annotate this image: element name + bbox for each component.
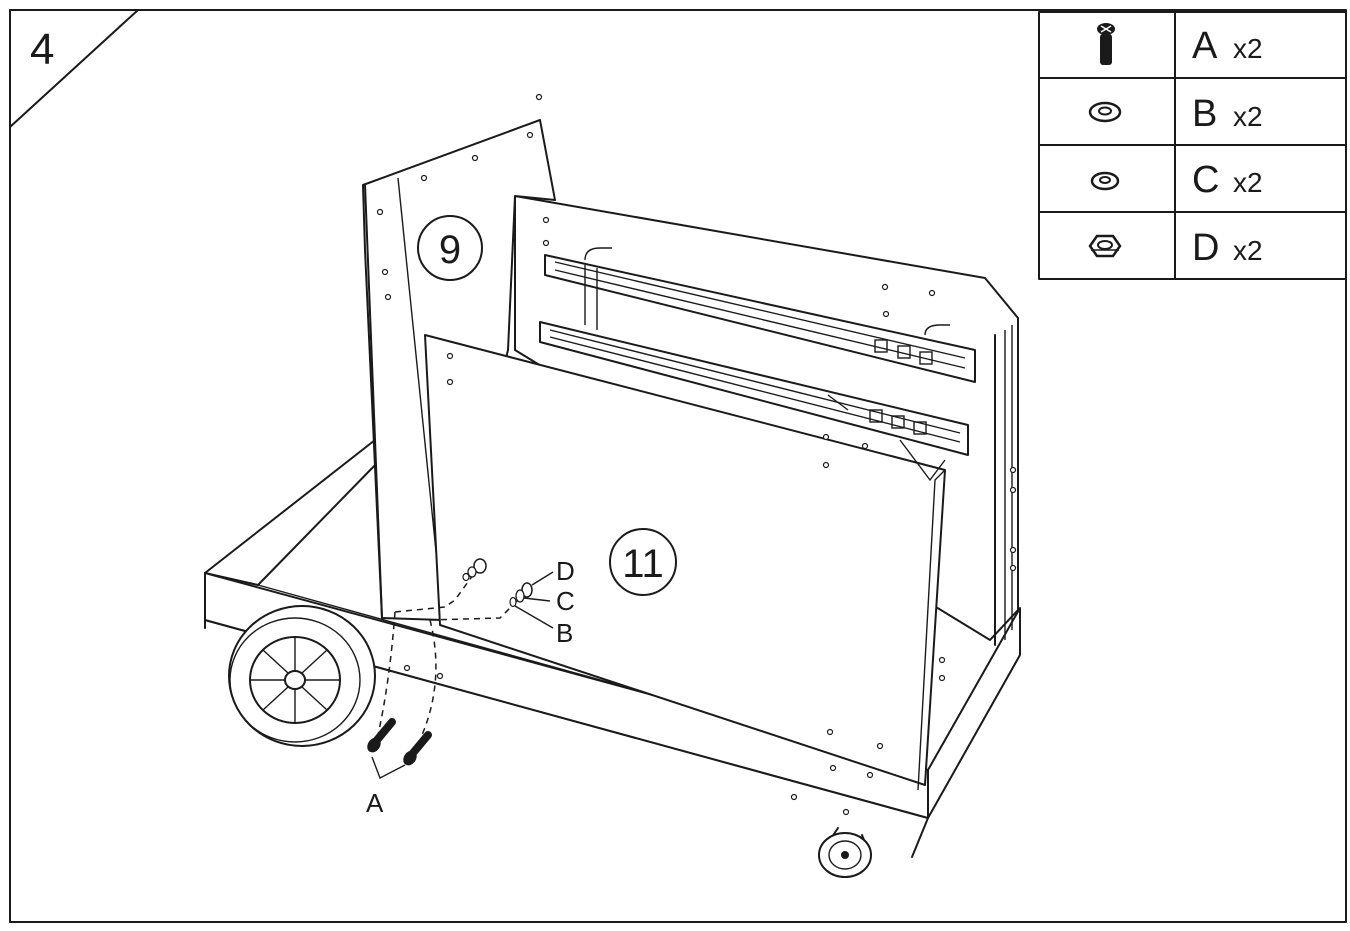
step-number: 4 <box>30 25 54 74</box>
legend-letter-a: A <box>1192 25 1218 67</box>
page-frame <box>9 9 1347 923</box>
lower-drawer-slide <box>539 321 969 456</box>
leader-a <box>371 756 406 779</box>
screw-holes <box>376 93 1017 816</box>
leader-b <box>514 605 554 629</box>
callout-b: B <box>556 618 573 648</box>
leader-c <box>523 597 551 602</box>
part-number-badge-9 <box>417 215 483 281</box>
leader-d <box>531 571 554 586</box>
callout-d: D <box>556 556 575 586</box>
part-number-9-label: 9 <box>439 228 461 272</box>
washer-stack-icon <box>509 582 533 608</box>
large-washer-icon <box>1088 101 1122 123</box>
callout-a: A <box>366 788 384 818</box>
step-corner-divider <box>9 9 139 128</box>
base-tray <box>204 439 1021 858</box>
legend-letter-b: B <box>1192 93 1217 135</box>
small-washer-icon <box>1090 171 1120 191</box>
legend-letter-c: C <box>1192 159 1219 201</box>
nut-icon <box>462 558 487 582</box>
step-number-corner: 4 <box>9 9 139 128</box>
hardware-guides: D C B A <box>366 556 575 818</box>
cart-assembly: 9 11 <box>204 93 1021 878</box>
front-caster-wheel <box>818 827 872 878</box>
part-number-badge-11 <box>609 528 677 596</box>
legend-letter-d: D <box>1192 227 1219 269</box>
bolt-icon <box>1097 23 1115 65</box>
parts-legend: A x2 B x2 C x2 D x2 <box>1038 11 1347 280</box>
legend-qty-d: x2 <box>1233 235 1263 266</box>
legend-qty-c: x2 <box>1233 167 1263 198</box>
bolt-a-left-icon <box>367 718 396 753</box>
front-panel-part-11: 11 <box>424 334 946 791</box>
upper-drawer-slide <box>544 247 976 383</box>
hex-nut-icon <box>1088 234 1122 258</box>
part-number-11-label: 11 <box>622 542 664 586</box>
callout-c: C <box>556 586 575 616</box>
legend-qty-a: x2 <box>1233 33 1263 64</box>
legend-qty-b: x2 <box>1233 101 1263 132</box>
bolt-a-right-icon <box>403 731 432 766</box>
rear-wheel <box>228 605 376 747</box>
